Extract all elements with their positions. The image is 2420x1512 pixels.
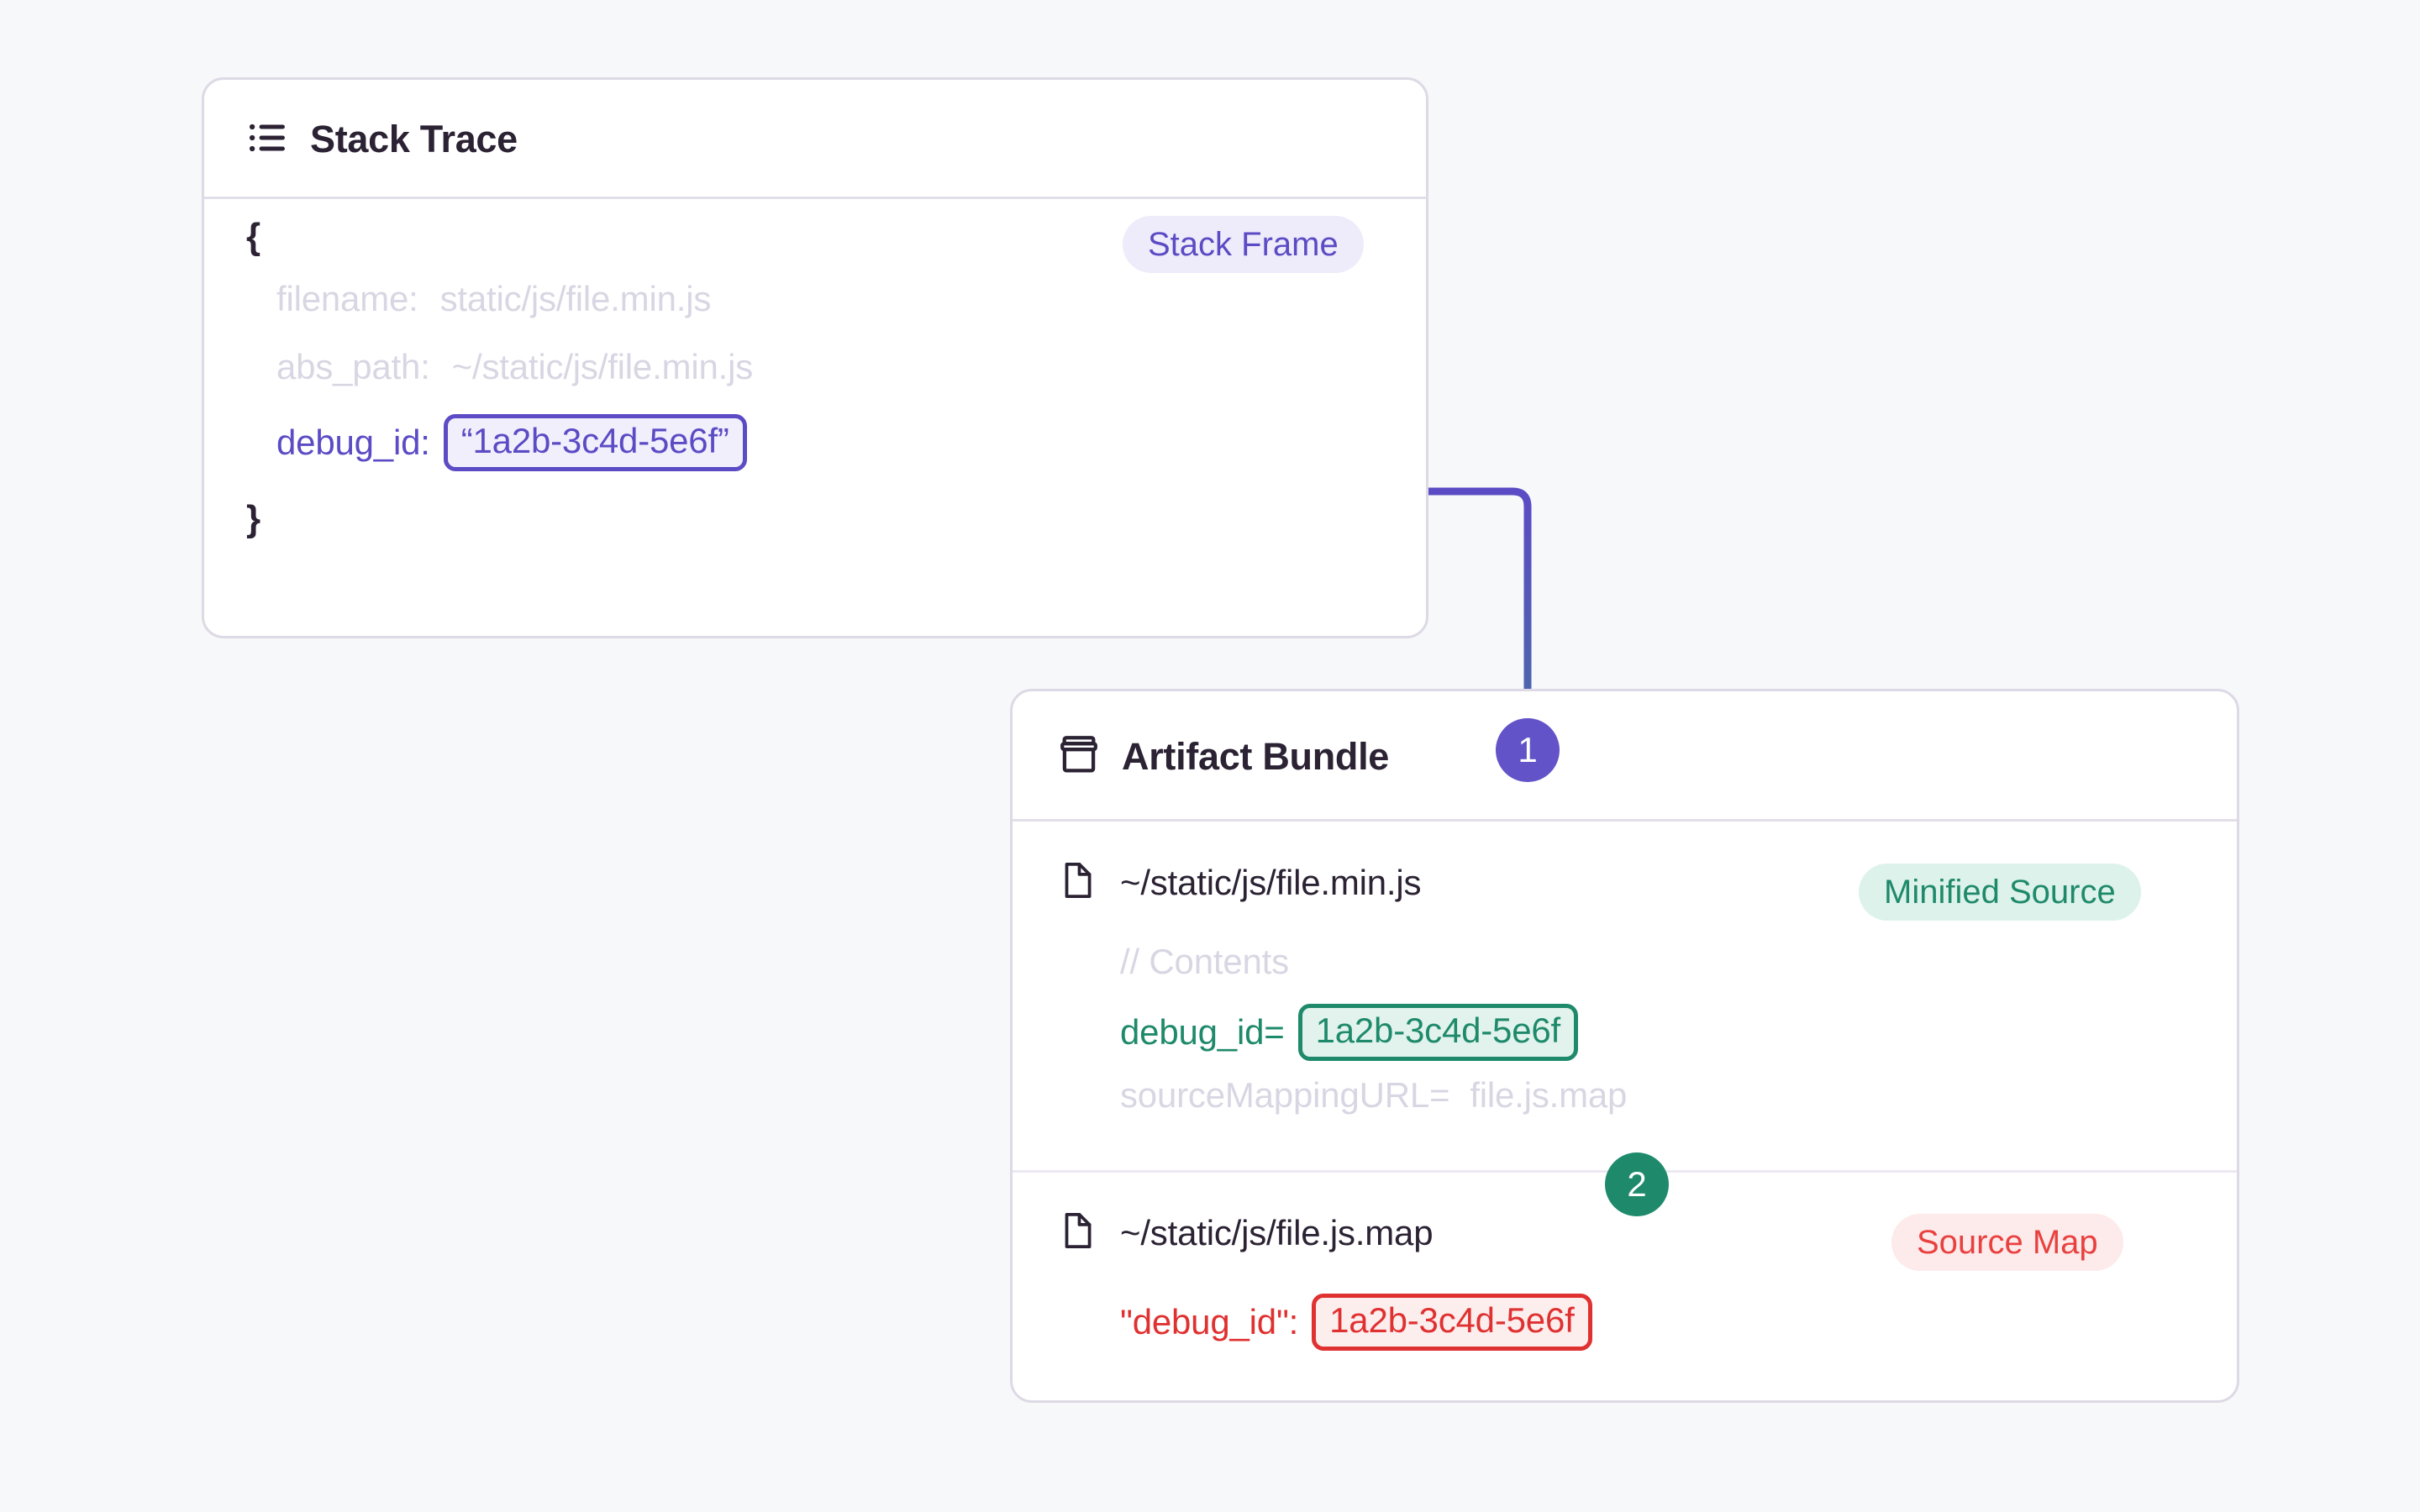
code-value-source-mapping-url: file.js.map — [1470, 1075, 1628, 1115]
artifact-bundle-title: Artifact Bundle — [1122, 734, 1390, 778]
file-icon — [1056, 859, 1098, 906]
debug-id-value-chip[interactable]: “1a2b-3c4d-5e6f” — [443, 414, 747, 471]
step-marker-2: 2 — [1605, 1152, 1669, 1216]
code-key-debug-id: debug_id: — [276, 423, 430, 462]
archive-box-icon — [1056, 732, 1102, 781]
file-path-minified-source: ~/static/js/file.min.js — [1120, 862, 1422, 902]
stack-trace-header: Stack Trace — [204, 80, 1426, 199]
code-comment-contents: // Contents — [1120, 942, 1289, 981]
file-row-minified-source[interactable]: ~/static/js/file.min.js — [1056, 859, 1422, 906]
code-line-filename: filename: static/js/file.min.js — [276, 279, 711, 319]
file-icon — [1056, 1210, 1098, 1256]
code-key-source-mapping-url: sourceMappingURL= — [1120, 1075, 1450, 1115]
code-line-bundle-debug-id: debug_id= 1a2b-3c4d-5e6f — [1120, 1004, 1579, 1061]
header-divider — [204, 197, 1426, 199]
step-marker-1: 1 — [1496, 718, 1560, 782]
file-path-source-map: ~/static/js/file.js.map — [1120, 1212, 1434, 1252]
code-key-abs-path: abs_path: — [276, 347, 430, 386]
badge-source-map: Source Map — [1891, 1214, 2123, 1271]
file-row-source-map[interactable]: ~/static/js/file.js.map — [1056, 1210, 1434, 1256]
code-close-brace: } — [246, 498, 260, 539]
code-value-abs-path: ~/static/js/file.min.js — [451, 347, 754, 386]
code-key-filename: filename: — [276, 279, 418, 318]
artifact-bundle-card: Artifact Bundle ~/static/js/file.min.js … — [1010, 689, 2239, 1403]
code-open-brace: { — [246, 216, 260, 257]
code-line-source-mapping-url: sourceMappingURL= file.js.map — [1120, 1075, 1627, 1116]
code-key-map-debug-id: "debug_id": — [1120, 1302, 1299, 1341]
list-icon — [246, 116, 290, 164]
badge-stack-frame: Stack Frame — [1123, 216, 1364, 273]
code-line-abs-path: abs_path: ~/static/js/file.min.js — [276, 347, 753, 387]
code-line-debug-id: debug_id: “1a2b-3c4d-5e6f” — [276, 414, 747, 471]
bundle-debug-id-value-chip[interactable]: 1a2b-3c4d-5e6f — [1297, 1004, 1579, 1061]
header-divider — [1013, 819, 2237, 822]
stack-trace-title: Stack Trace — [310, 118, 518, 160]
code-line-map-debug-id: "debug_id": 1a2b-3c4d-5e6f — [1120, 1294, 1592, 1351]
badge-minified-source: Minified Source — [1859, 864, 2141, 921]
map-debug-id-value-chip[interactable]: 1a2b-3c4d-5e6f — [1312, 1294, 1592, 1351]
artifact-bundle-header: Artifact Bundle — [1013, 691, 2237, 822]
code-key-bundle-debug-id: debug_id= — [1120, 1012, 1285, 1052]
code-value-filename: static/js/file.min.js — [439, 279, 712, 318]
stack-trace-card: Stack Trace Stack Frame { filename: stat… — [202, 77, 1428, 638]
